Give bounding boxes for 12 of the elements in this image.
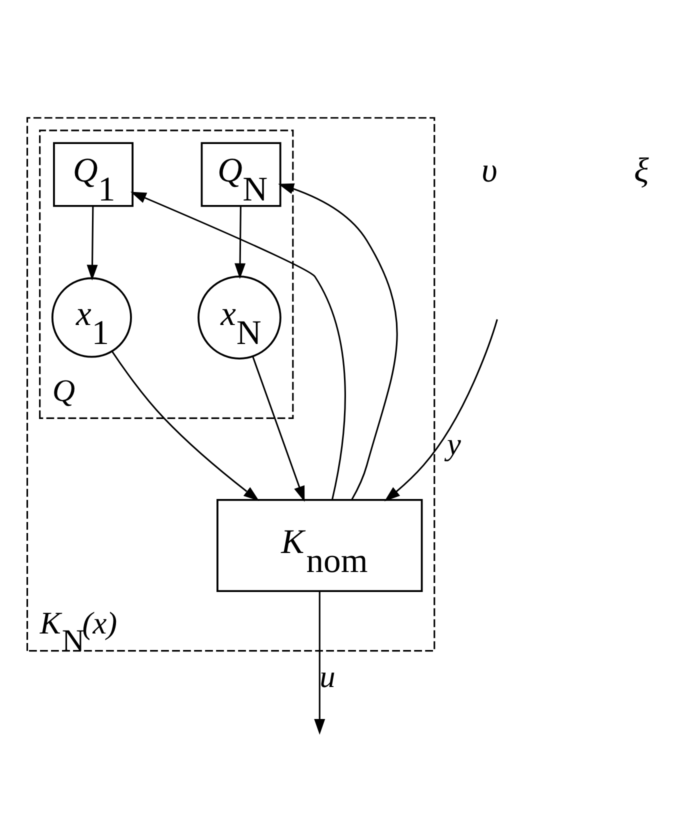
arrow [112,350,260,501]
arrow [314,591,326,734]
label: υ [482,151,498,190]
arrow [384,318,498,501]
edge-label: u [320,658,336,694]
edge-label: y [446,426,461,461]
arrow [130,191,346,500]
arrow [252,356,305,502]
arrow [278,182,398,500]
arrow [234,206,246,278]
arrow [86,206,98,280]
label: ξ [634,151,649,190]
